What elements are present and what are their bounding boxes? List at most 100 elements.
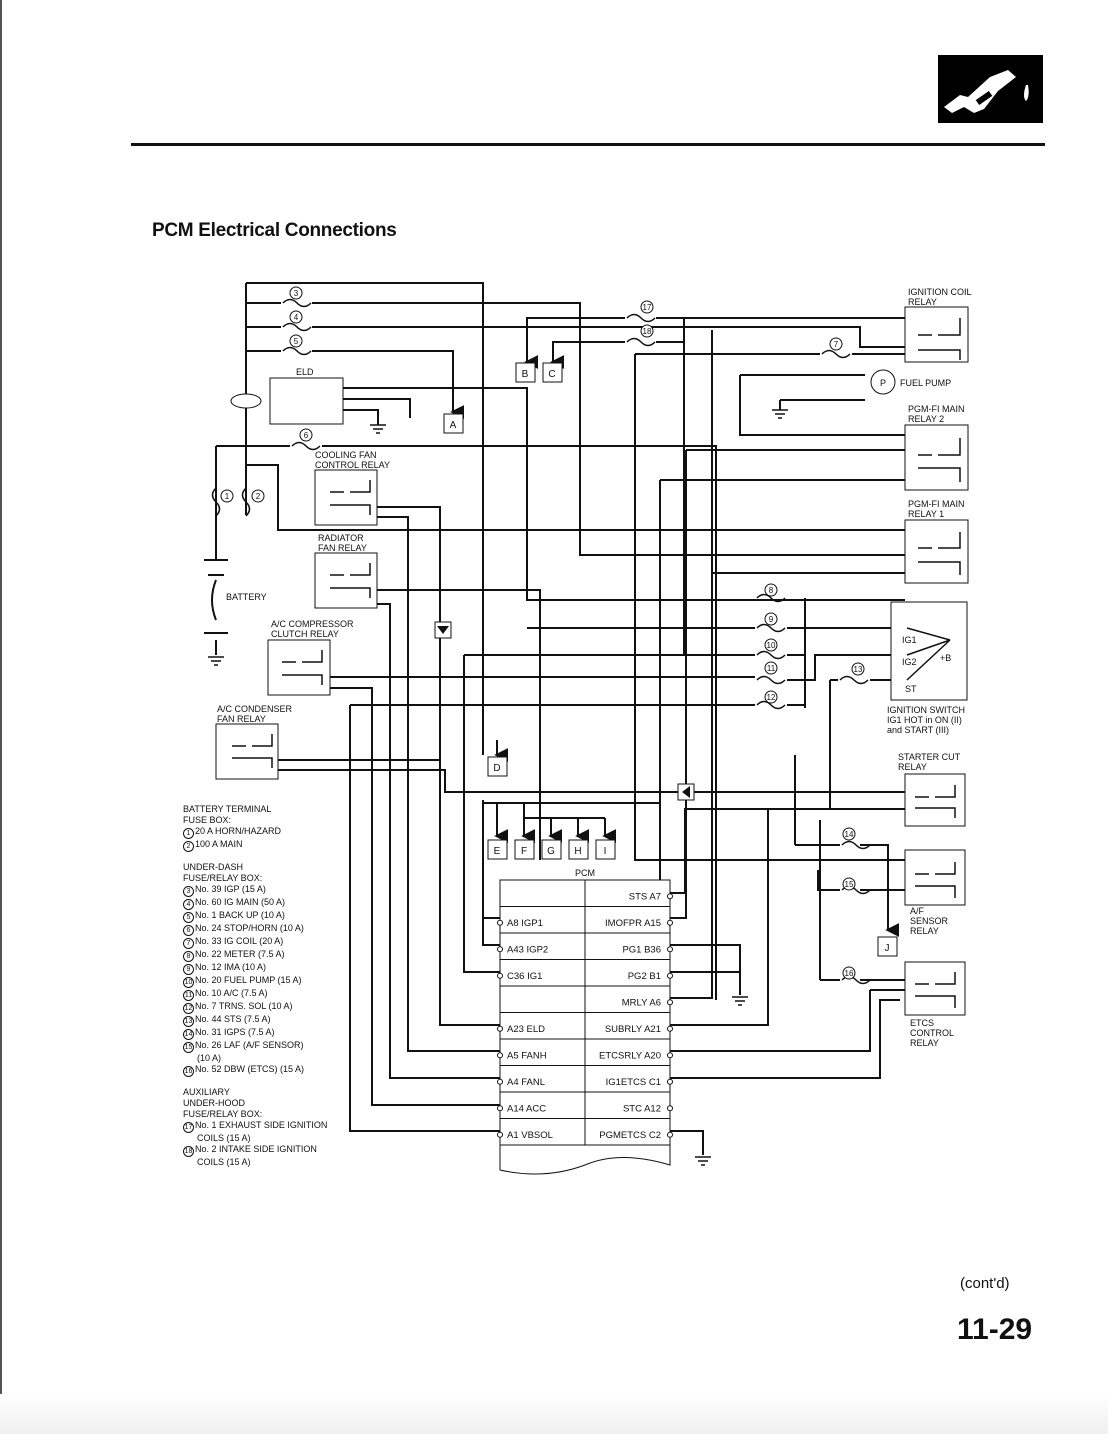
svg-text:STARTER CUT: STARTER CUT bbox=[898, 752, 961, 762]
fuse-number-badge: 10 bbox=[183, 977, 194, 988]
svg-text:16: 16 bbox=[845, 969, 854, 978]
fuse-10 bbox=[756, 650, 786, 660]
fuses bbox=[211, 298, 871, 985]
continued-label: (cont'd) bbox=[960, 1275, 1010, 1292]
legend-heading: UNDER-HOOD bbox=[183, 1098, 245, 1108]
svg-text:IGNITION COIL: IGNITION COIL bbox=[908, 287, 972, 297]
svg-text:+B: +B bbox=[940, 653, 951, 663]
pcm-right-pin: STC A12 bbox=[623, 1103, 661, 1114]
pin-terminal bbox=[667, 1131, 673, 1138]
fuel-pump-p: P bbox=[880, 378, 886, 388]
page-title: PCM Electrical Connections bbox=[152, 220, 397, 241]
svg-text:1: 1 bbox=[225, 492, 230, 501]
svg-text:FAN RELAY: FAN RELAY bbox=[318, 543, 367, 553]
pcm-right-pin: MRLY A6 bbox=[622, 997, 661, 1008]
fuse-number: 8 bbox=[764, 583, 778, 597]
fuse-number: 5 bbox=[289, 334, 303, 348]
component-labels: ELD COOLING FAN CONTROL RELAY RADIATOR F… bbox=[217, 287, 972, 1048]
fuse-number-badge: 9 bbox=[183, 964, 194, 975]
svg-text:RELAY: RELAY bbox=[910, 1038, 939, 1048]
relay-boxes bbox=[215, 306, 969, 1016]
pin-terminal bbox=[667, 1025, 673, 1032]
legend-heading: FUSE/RELAY BOX: bbox=[183, 873, 263, 883]
svg-text:15: 15 bbox=[845, 880, 854, 889]
pin-terminal bbox=[497, 919, 503, 926]
pin-terminal bbox=[667, 972, 673, 979]
svg-text:3: 3 bbox=[294, 289, 299, 298]
fuse-number-badge: 12 bbox=[183, 1003, 194, 1014]
pcm-right-pin: PG1 B36 bbox=[622, 944, 661, 955]
fuse-7 bbox=[821, 349, 851, 359]
fuse-number: 13 bbox=[851, 662, 865, 676]
pcm-right-pin: IMOFPR A15 bbox=[605, 918, 661, 929]
pin-terminal bbox=[667, 1052, 673, 1059]
pgmfi-relay1-box bbox=[904, 519, 969, 584]
fuse-number-badge: 5 bbox=[183, 912, 194, 923]
connector-d: D bbox=[493, 763, 500, 774]
svg-text:13: 13 bbox=[854, 665, 863, 674]
relay-symbols bbox=[232, 318, 961, 1008]
fuse-number: 1 bbox=[220, 489, 234, 503]
fuse-number: 2 bbox=[251, 489, 265, 503]
svg-text:RADIATOR: RADIATOR bbox=[318, 533, 364, 543]
fuse-5 bbox=[282, 346, 312, 356]
pcm-right-pin: STS A7 bbox=[629, 891, 661, 902]
svg-text:IG1: IG1 bbox=[902, 635, 917, 645]
fuse-number: 6 bbox=[299, 428, 313, 442]
fuse-number-badge: 8 bbox=[183, 951, 194, 962]
page-bottom-shadow bbox=[0, 1394, 1108, 1434]
fuse-6 bbox=[291, 441, 321, 451]
svg-text:9: 9 bbox=[769, 615, 774, 624]
connector-f: F bbox=[521, 846, 527, 857]
fuse-labels: 3 4 5 6 7 8 9 10 11 12 13 14 15 16 17 18… bbox=[220, 286, 865, 980]
fuse-number: 17 bbox=[640, 300, 654, 314]
fuse-number: 4 bbox=[289, 310, 303, 324]
connector-j: J bbox=[885, 943, 890, 954]
fuel-nozzle-icon bbox=[938, 55, 1043, 123]
legend-heading: AUXILIARY bbox=[183, 1087, 230, 1097]
connector-c: C bbox=[548, 369, 555, 380]
fuse-2 bbox=[241, 487, 251, 517]
svg-text:PGM-FI MAIN: PGM-FI MAIN bbox=[908, 499, 965, 509]
eld-label: ELD bbox=[296, 367, 314, 377]
svg-text:ETCS: ETCS bbox=[910, 1018, 934, 1028]
pin-terminal bbox=[497, 972, 503, 979]
connector-labels: A B C D E F G H I J bbox=[450, 369, 890, 954]
pcm-right-pin: PG2 B1 bbox=[628, 971, 661, 982]
svg-text:IG2: IG2 bbox=[902, 657, 917, 667]
fuse-13 bbox=[839, 675, 869, 685]
fuse-number-badge: 3 bbox=[183, 886, 194, 897]
page-edge bbox=[0, 0, 2, 1434]
fuse-11 bbox=[756, 675, 786, 685]
svg-text:10: 10 bbox=[767, 641, 776, 650]
fuse-9 bbox=[756, 623, 786, 633]
connector-a: A bbox=[450, 420, 457, 431]
svg-text:CONTROL RELAY: CONTROL RELAY bbox=[315, 460, 390, 470]
etcs-relay-box bbox=[904, 961, 966, 1016]
fuel-pump-label: FUEL PUMP bbox=[900, 378, 951, 388]
fuse-number-badge: 7 bbox=[183, 938, 194, 949]
svg-text:6: 6 bbox=[304, 431, 309, 440]
svg-text:CONTROL: CONTROL bbox=[910, 1028, 954, 1038]
fuse-number: 14 bbox=[842, 827, 856, 841]
pcm-left-pin: A1 VBSOL bbox=[507, 1130, 553, 1141]
connector-boxes bbox=[434, 362, 898, 957]
fuse-1 bbox=[211, 487, 221, 517]
connector-b: B bbox=[522, 369, 529, 380]
svg-text:17: 17 bbox=[643, 303, 652, 312]
pcm-left-pin: A14 ACC bbox=[507, 1103, 546, 1114]
svg-text:RELAY: RELAY bbox=[908, 297, 937, 307]
svg-text:FAN RELAY: FAN RELAY bbox=[217, 714, 266, 724]
ac-compressor-relay-box bbox=[267, 639, 331, 696]
pin-terminal bbox=[497, 1105, 503, 1112]
ac-condenser-relay-box bbox=[215, 723, 279, 780]
pcm-right-pin: SUBRLY A21 bbox=[605, 1024, 661, 1035]
